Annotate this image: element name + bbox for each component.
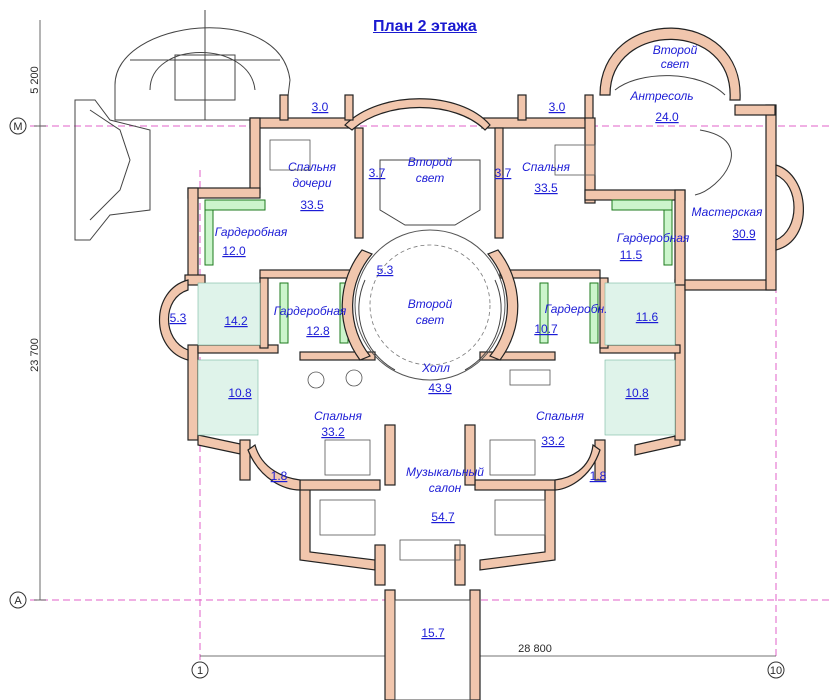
room-bedroom-bottom-right: Спальня xyxy=(536,409,584,423)
area-balcony-bottom-left: 1.8 xyxy=(271,469,288,483)
building-walls xyxy=(184,94,777,586)
room-bedroom-bottom-left: Спальня xyxy=(314,409,362,423)
svg-text:1: 1 xyxy=(197,665,203,677)
right-tower xyxy=(599,27,741,196)
area-terrace: 15.7 xyxy=(421,626,445,640)
bay-window-right xyxy=(775,164,804,251)
area-balcony-right: 3.0 xyxy=(549,100,566,114)
area-antresol: 24.0 xyxy=(655,110,679,124)
area-bath-lower-right: 10.8 xyxy=(625,386,649,400)
axis-marker-a: А xyxy=(9,591,27,609)
area-hall: 43.9 xyxy=(428,381,452,395)
area-balcony-bottom-right: 1.8 xyxy=(590,469,607,483)
room-wardrobe-middle-right: Гардеробн. xyxy=(545,302,608,316)
room-bedroom-top-right: Спальня xyxy=(522,160,570,174)
dim-bottom: 28 800 xyxy=(518,643,552,655)
room-wardrobe-left: Гардеробная xyxy=(215,225,288,239)
area-wardrobe-right: 11.5 xyxy=(620,248,643,262)
area-music-salon: 54.7 xyxy=(431,510,455,524)
area-workshop: 30.9 xyxy=(732,227,756,241)
bath-lower-right-tile xyxy=(604,359,676,436)
furniture xyxy=(269,139,596,561)
area-daughter-bedroom: 33.5 xyxy=(300,198,324,212)
area-stair: 5.3 xyxy=(377,263,394,277)
svg-text:10: 10 xyxy=(770,665,782,677)
area-bath-right: 11.6 xyxy=(636,310,659,324)
area-wardrobe-left: 12.0 xyxy=(222,244,246,258)
bath-right-tile xyxy=(604,282,676,346)
axis-marker-m: М xyxy=(9,117,27,135)
dim-light-left: 3.7 xyxy=(369,166,386,180)
room-hall: Холл xyxy=(421,361,450,375)
area-bath-lower-left: 10.8 xyxy=(228,386,252,400)
area-bay-left: 5.3 xyxy=(170,311,187,325)
svg-text:А: А xyxy=(14,595,22,607)
axis-marker-10: 10 xyxy=(767,661,785,679)
central-stair xyxy=(341,159,519,381)
bay-window-left xyxy=(158,279,189,361)
dim-left: 23 700 xyxy=(29,338,41,372)
bath-lower-left-tile xyxy=(197,359,259,436)
area-balcony-left: 3.0 xyxy=(312,100,329,114)
room-wardrobe-right: Гардеробная xyxy=(617,231,690,245)
axis-marker-1: 1 xyxy=(191,661,209,679)
terrace xyxy=(384,589,481,700)
svg-text:М: М xyxy=(13,121,22,133)
room-workshop: Мастерская xyxy=(692,205,763,219)
area-wardrobe-middle-right: 10.7 xyxy=(534,322,558,336)
plan-title: План 2 этажа xyxy=(373,18,477,35)
room-wardrobe-middle: Гардеробная xyxy=(274,304,347,318)
area-bedroom-bottom-left: 33.2 xyxy=(321,425,345,439)
area-wardrobe-middle: 12.8 xyxy=(306,324,330,338)
dim-light-right: 3.7 xyxy=(495,166,512,180)
room-antresol: Антресоль xyxy=(629,89,693,103)
area-bedroom-bottom-right: 33.2 xyxy=(541,434,565,448)
bath-left-tile xyxy=(197,282,261,346)
area-bath-left: 14.2 xyxy=(224,314,248,328)
dim-top-left: 5 200 xyxy=(29,66,41,94)
roof-outline-left xyxy=(74,10,291,241)
area-bedroom-top-right: 33.5 xyxy=(534,181,558,195)
